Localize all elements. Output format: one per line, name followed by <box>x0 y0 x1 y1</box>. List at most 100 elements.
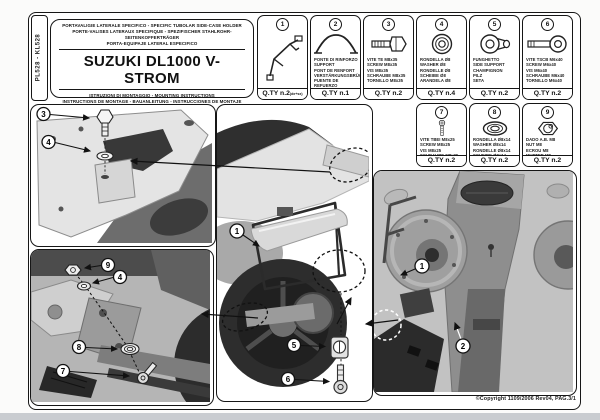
hex-bolt-part <box>96 109 114 137</box>
hex-bolt-icon <box>364 31 413 57</box>
part-qty: Q.TY n.2 <box>417 154 466 166</box>
instruction-line: ISTRUZIONI DI MONTAGGIO - MOUNTING INSTR… <box>89 92 215 98</box>
divider <box>59 89 245 91</box>
subtitle-line: PORTE-VALISES LATERAUX SPECIFIQUE - SPEZ… <box>72 28 232 40</box>
swingarm <box>245 303 315 327</box>
subtitle-line: PORTA-EQUIPAJE LATERAL ESPECIFICO <box>106 40 198 46</box>
diagram-side-view: 1 5 6 <box>216 104 373 402</box>
callout-number: 6 <box>286 375 291 384</box>
callout-badge <box>455 338 471 354</box>
turn-signal <box>546 183 570 199</box>
oval-washer-icon <box>470 119 519 137</box>
scan-edge <box>0 413 600 420</box>
callout-number: 5 <box>292 341 297 350</box>
callout-number: 8 <box>77 343 82 352</box>
part-qty: Q.TY n.2(dx+sx) <box>258 87 307 99</box>
assembly-axis <box>74 272 140 373</box>
nut-icon <box>523 119 572 137</box>
callout-arrow <box>399 268 416 276</box>
part-number-badge: 8 <box>488 106 501 119</box>
reinforcement-bridge-icon <box>311 31 360 57</box>
rear-fender <box>458 289 505 392</box>
part-qty: Q.TY n.2 <box>470 87 519 99</box>
tire <box>374 319 444 392</box>
part-qty: Q.TY n.2 <box>523 154 572 166</box>
grommet-bracket-part <box>330 336 349 359</box>
part-number-badge: 2 <box>329 18 342 31</box>
oval-washer-part <box>120 342 140 356</box>
washer-icon <box>417 31 466 57</box>
callout-badge <box>100 257 116 273</box>
callout-number: 4 <box>118 273 123 282</box>
part-qty: Q.TY n.2 <box>523 87 572 99</box>
part-qty: Q.TY n.2 <box>364 87 413 99</box>
highlight-zone-footpeg <box>221 302 269 332</box>
callout-number: 2 <box>461 342 466 351</box>
callout-badge <box>41 134 56 150</box>
left-muffler <box>384 209 468 293</box>
rubber-grommet-icon <box>470 31 519 57</box>
button-screw-part <box>136 361 158 385</box>
washer-part <box>96 151 114 161</box>
copyright-text: ©Copyright 1109/2006 Rev04, PAG.3/1 <box>475 396 576 402</box>
callout-number: 3 <box>41 110 46 119</box>
callout-arrow <box>242 234 260 247</box>
nut-part <box>64 264 82 276</box>
part-number-badge: 9 <box>541 106 554 119</box>
rear-rack <box>322 144 369 178</box>
footpeg <box>39 366 97 398</box>
callout-badge <box>71 339 87 355</box>
highlight-zone <box>374 309 402 341</box>
part-qty: Q.TY n.2 <box>470 154 519 166</box>
part-number-badge: 1 <box>276 18 289 31</box>
muffler <box>250 208 348 252</box>
callout-arrow <box>91 276 114 285</box>
callout-badge <box>280 371 296 387</box>
part-number-badge: 6 <box>541 18 554 31</box>
callout-badge <box>36 106 51 122</box>
callout-number: 1 <box>235 227 240 236</box>
callout-number: 9 <box>106 261 111 270</box>
callout-badge <box>414 258 430 274</box>
part-qty: Q.TY n.4 <box>417 87 466 99</box>
callout-number: 7 <box>61 367 66 376</box>
part-number-badge: 7 <box>435 106 448 119</box>
button-head-screw-icon <box>417 119 466 137</box>
diagram-rear-view: 1 2 <box>373 170 577 396</box>
side-case-holder-tube <box>382 195 417 264</box>
callout-arrow <box>300 342 327 350</box>
part-number-badge: 3 <box>382 18 395 31</box>
part-number-badge: 4 <box>435 18 448 31</box>
callout-badge <box>286 337 302 353</box>
part-cell-1: 1 Q.TY n.2(dx+sx) <box>257 15 308 100</box>
chain <box>107 368 210 398</box>
callout-arrow <box>69 370 131 379</box>
part-qty: Q.TY n.1 <box>311 87 360 99</box>
subtitle-line: PORTAVALIGIE LATERALE SPECIFICO - SPECIF… <box>62 23 242 28</box>
callout-arrow <box>54 141 92 153</box>
callout-badge <box>112 269 128 285</box>
instruction-line: INSTRUCTIONS DE MONTAGE - BAUANLEITUNG -… <box>62 98 242 104</box>
callout-badge <box>55 363 71 379</box>
title-block: PORTAVALIGIE LATERALE SPECIFICO - SPECIF… <box>50 19 254 104</box>
right-muffler <box>533 220 573 290</box>
callout-number: 1 <box>420 262 425 271</box>
callout-arrow <box>49 113 91 121</box>
highlight-zone-rear-mount <box>312 249 366 293</box>
callout-arrow <box>85 345 119 353</box>
product-code: PL528 - KL528 <box>35 33 41 81</box>
callout-badge <box>229 223 245 239</box>
part-number-badge: 5 <box>488 18 501 31</box>
callout-number: 4 <box>46 138 51 147</box>
diagram-rack-plate: 3 4 <box>30 104 216 247</box>
